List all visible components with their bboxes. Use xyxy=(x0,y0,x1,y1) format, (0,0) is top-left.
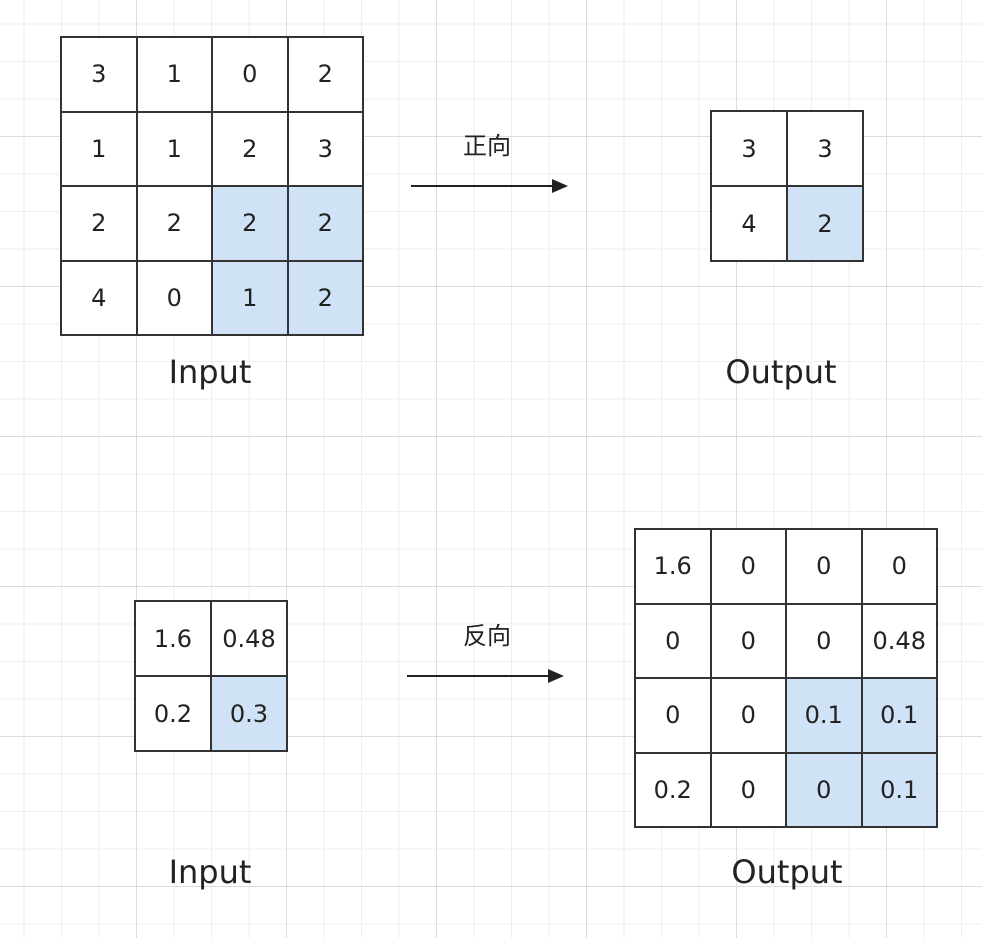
matrix-cell: 2 xyxy=(137,187,213,262)
forward-output-grid: 3 3 4 2 xyxy=(710,110,864,262)
backward-input-label: Input xyxy=(168,853,252,891)
matrix-cell: 1 xyxy=(62,112,138,187)
forward-input-grid: 3 1 0 2 1 1 2 3 2 2 2 2 4 0 1 2 xyxy=(60,36,364,336)
matrix-cell: 0 xyxy=(213,38,289,113)
highlighted-cell: 0 xyxy=(787,753,863,828)
highlighted-cell: 2 xyxy=(213,187,289,262)
forward-output-label: Output xyxy=(725,353,837,391)
forward-input-label: Input xyxy=(168,353,252,391)
highlighted-cell: 2 xyxy=(288,261,364,336)
matrix-cell: 3 xyxy=(788,112,864,187)
matrix-cell: 0 xyxy=(787,604,863,679)
backward-output-grid: 1.6 0 0 0 0 0 0 0.48 0 0 0.1 0.1 0.2 0 0… xyxy=(634,528,938,828)
matrix-cell: 1 xyxy=(137,38,213,113)
matrix-cell: 0 xyxy=(711,604,787,679)
matrix-cell: 3 xyxy=(288,112,364,187)
highlighted-cell: 0.1 xyxy=(862,753,938,828)
matrix-cell: 3 xyxy=(62,38,138,113)
highlighted-cell: 2 xyxy=(288,187,364,262)
backward-arrow xyxy=(407,669,564,683)
matrix-cell: 2 xyxy=(288,38,364,113)
matrix-cell: 0.48 xyxy=(212,602,288,677)
matrix-cell: 0 xyxy=(137,261,213,336)
highlighted-cell: 0.1 xyxy=(787,679,863,754)
matrix-cell: 0 xyxy=(787,530,863,605)
matrix-cell: 1 xyxy=(137,112,213,187)
matrix-cell: 0.48 xyxy=(862,604,938,679)
matrix-cell: 0 xyxy=(711,679,787,754)
highlighted-cell: 0.3 xyxy=(212,677,288,752)
matrix-cell: 0.2 xyxy=(636,753,712,828)
matrix-cell: 0.2 xyxy=(136,677,212,752)
matrix-cell: 0 xyxy=(862,530,938,605)
matrix-cell: 2 xyxy=(62,187,138,262)
highlighted-cell: 2 xyxy=(788,187,864,262)
matrix-cell: 0 xyxy=(636,604,712,679)
matrix-cell: 0 xyxy=(636,679,712,754)
forward-arrow xyxy=(411,179,568,193)
matrix-cell: 0 xyxy=(711,753,787,828)
forward-arrow-label: 正向 xyxy=(463,132,511,160)
backward-output-label: Output xyxy=(731,853,843,891)
matrix-cell: 1.6 xyxy=(136,602,212,677)
backward-input-grid: 1.6 0.48 0.2 0.3 xyxy=(134,600,288,752)
highlighted-cell: 0.1 xyxy=(862,679,938,754)
matrix-cell: 3 xyxy=(712,112,788,187)
matrix-cell: 1.6 xyxy=(636,530,712,605)
matrix-cell: 4 xyxy=(712,187,788,262)
highlighted-cell: 1 xyxy=(213,261,289,336)
matrix-cell: 0 xyxy=(711,530,787,605)
matrix-cell: 2 xyxy=(213,112,289,187)
backward-arrow-label: 反向 xyxy=(463,622,511,650)
matrix-cell: 4 xyxy=(62,261,138,336)
